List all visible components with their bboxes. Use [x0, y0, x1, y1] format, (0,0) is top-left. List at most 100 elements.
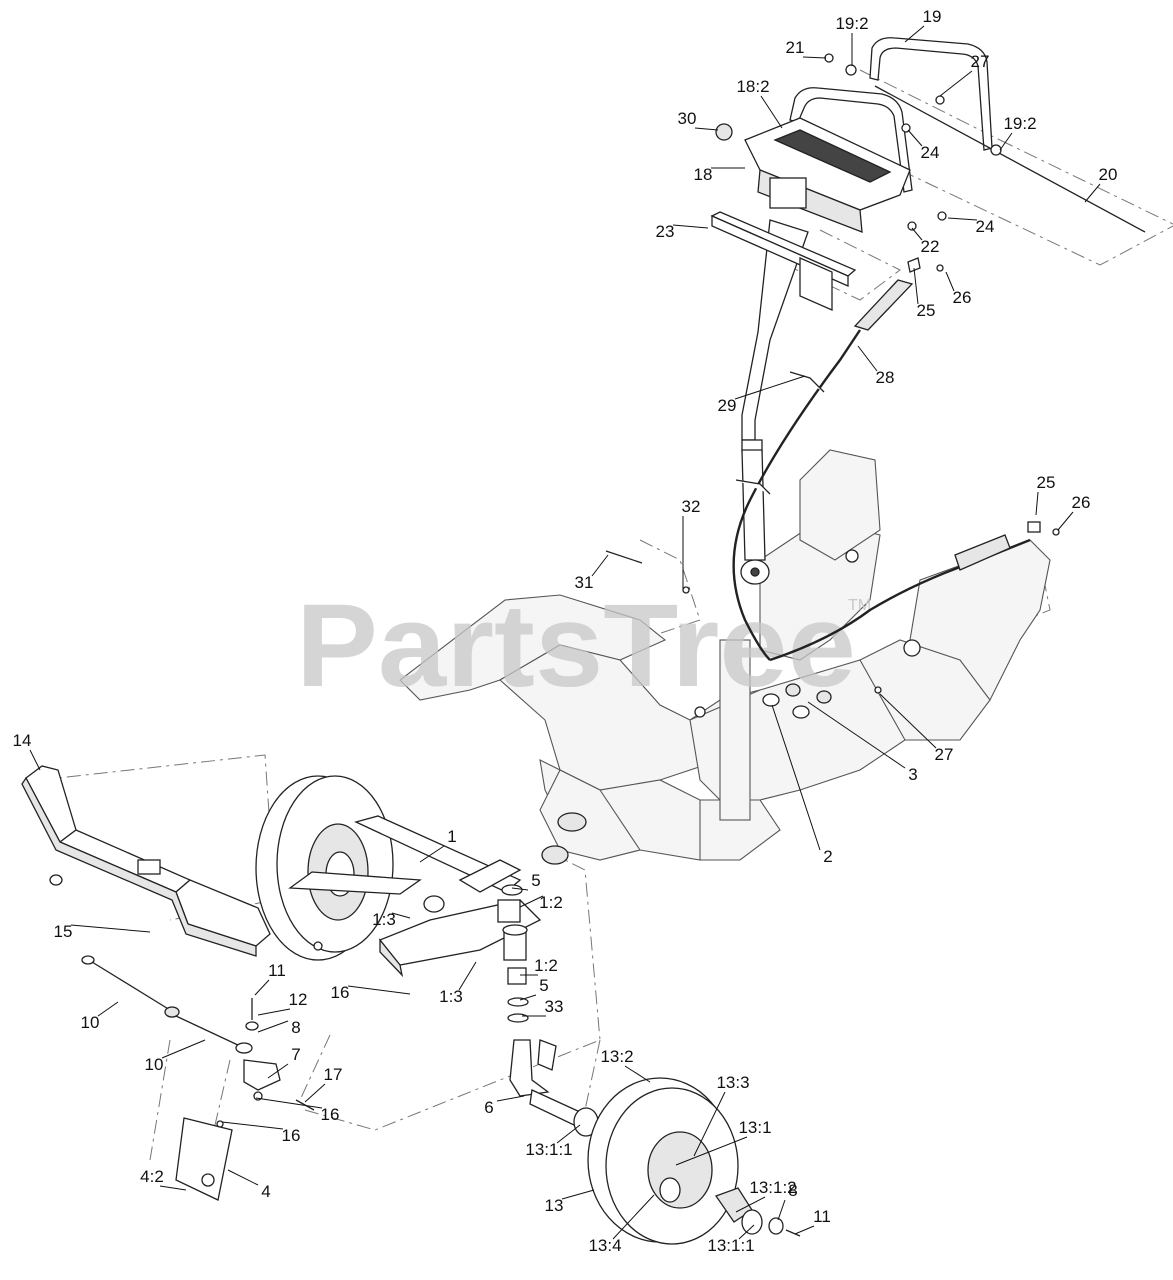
leader-line-c-1-3b: [458, 961, 477, 991]
leader-line-c-23: [672, 224, 709, 229]
callout-label-c-1-3a: 1:3: [372, 910, 396, 929]
callout-label-c-14: 14: [13, 731, 32, 750]
callout-label-c-6: 6: [484, 1098, 493, 1117]
callout-label-c-4: 4: [261, 1182, 270, 1201]
callout-label-c-7: 7: [291, 1045, 300, 1064]
leader-line-c-30: [694, 127, 719, 131]
callout-label-c-3: 3: [908, 765, 917, 784]
leader-line-c-13: [561, 1189, 595, 1200]
leader-line-c-25b: [1035, 491, 1039, 516]
leader-line-c-6: [496, 1095, 525, 1102]
callout-label-c-26b: 26: [1072, 493, 1091, 512]
callout-label-c-32: 32: [682, 497, 701, 516]
callout-label-c-5a: 5: [531, 871, 540, 890]
callout-label-c-13-3: 13:3: [716, 1073, 749, 1092]
leader-line-c-19-2b: [999, 132, 1013, 151]
leader-line-c-5b: [519, 994, 537, 1001]
callout-label-c-10b: 10: [145, 1055, 164, 1074]
leader-line-c-4: [227, 1169, 259, 1186]
callout-label-c-17: 17: [324, 1065, 343, 1084]
callout-label-c-27a: 27: [971, 52, 990, 71]
leader-line-c-1: [419, 845, 445, 863]
callout-label-c-10a: 10: [81, 1013, 100, 1032]
leader-line-c-26a: [945, 271, 955, 292]
callout-label-c-1: 1: [447, 827, 456, 846]
callout-label-c-13-2: 13:2: [600, 1047, 633, 1066]
leader-line-c-3: [807, 701, 906, 769]
leader-line-c-26b: [1057, 511, 1074, 531]
leader-line-c-15: [70, 924, 151, 933]
leader-line-c-24a: [907, 129, 923, 147]
callout-label-c-22: 22: [921, 237, 940, 256]
callout-label-c-23: 23: [656, 222, 675, 241]
leader-line-c-31: [591, 554, 609, 577]
leader-line-c-12: [257, 1008, 291, 1016]
callout-leaders: [29, 25, 1101, 1240]
leader-line-c-18-2: [760, 95, 783, 129]
leader-line-c-1-3a: [391, 912, 411, 919]
callout-label-c-20: 20: [1099, 165, 1118, 184]
callout-label-c-12: 12: [289, 990, 308, 1009]
steering-linkage: [81, 955, 315, 1201]
leader-line-c-17: [304, 1083, 326, 1103]
callout-label-c-31: 31: [575, 573, 594, 592]
leader-line-c-19: [904, 25, 925, 43]
callout-label-c-8b: 8: [788, 1181, 797, 1200]
leader-line-c-24b: [947, 217, 978, 221]
leader-line-c-22: [911, 227, 923, 241]
watermark-text: PartsTree: [296, 580, 856, 712]
callout-label-c-33: 33: [545, 997, 564, 1016]
callout-label-c-13-4: 13:4: [588, 1236, 621, 1255]
callout-label-c-24a: 24: [921, 143, 940, 162]
callout-label-c-11a: 11: [268, 961, 286, 980]
leader-line-c-5a: [511, 887, 529, 891]
leader-line-c-10b: [161, 1039, 206, 1059]
callout-label-c-13-1-1b: 13:1:1: [707, 1236, 754, 1255]
leader-line-c-2: [771, 704, 821, 851]
callout-label-c-13: 13: [545, 1196, 564, 1215]
cable-assembly: [732, 257, 1060, 662]
callout-label-c-13-1-2: 13:1:2: [749, 1178, 796, 1197]
callout-label-c-24b: 24: [976, 217, 995, 236]
callout-label-c-11b: 11: [813, 1207, 831, 1226]
callout-label-c-16a: 16: [331, 983, 350, 1002]
callout-label-c-28: 28: [876, 368, 895, 387]
leader-line-c-11b: [794, 1225, 815, 1235]
callout-label-c-19-2a: 19:2: [835, 14, 868, 33]
callout-label-c-1-2b: 1:2: [534, 956, 558, 975]
leader-line-c-27a: [939, 70, 973, 97]
leader-line-c-4-2: [159, 1185, 187, 1191]
callout-label-c-4-2: 4:2: [140, 1167, 164, 1186]
leader-line-c-13-1-1a: [556, 1124, 581, 1144]
leader-line-c-13-2: [624, 1065, 651, 1083]
watermark-trademark: TM: [848, 597, 871, 614]
callout-label-c-21: 21: [786, 38, 805, 57]
callout-label-c-2: 2: [823, 847, 832, 866]
callout-label-c-15: 15: [54, 922, 73, 941]
spindle-right-wheel: [509, 1039, 801, 1245]
front-bumper: [21, 765, 271, 957]
callout-label-c-27b: 27: [935, 745, 954, 764]
callout-label-c-26a: 26: [953, 288, 972, 307]
chassis-frame: [399, 449, 1051, 865]
callout-label-c-5b: 5: [539, 976, 548, 995]
leader-line-c-13-1-2: [735, 1196, 766, 1213]
leader-line-c-13-4: [612, 1194, 655, 1240]
callout-label-c-8a: 8: [291, 1018, 300, 1037]
leader-line-c-7: [267, 1063, 289, 1079]
callout-label-c-16c: 16: [282, 1126, 301, 1145]
callout-label-c-1-2a: 1:2: [539, 893, 563, 912]
leader-line-c-1-2a: [519, 895, 544, 908]
leader-line-c-21: [802, 56, 827, 59]
callout-label-c-19-2b: 19:2: [1003, 114, 1036, 133]
leader-line-c-16a: [347, 985, 411, 995]
callout-label-c-18: 18: [694, 165, 713, 184]
callout-label-c-16b: 16: [321, 1105, 340, 1124]
leader-line-c-13-1-1b: [738, 1224, 755, 1240]
leader-line-c-10a: [97, 1001, 119, 1017]
leader-line-c-29: [734, 375, 806, 400]
leader-line-c-13-3: [693, 1091, 726, 1157]
leader-line-c-8b: [777, 1199, 786, 1221]
